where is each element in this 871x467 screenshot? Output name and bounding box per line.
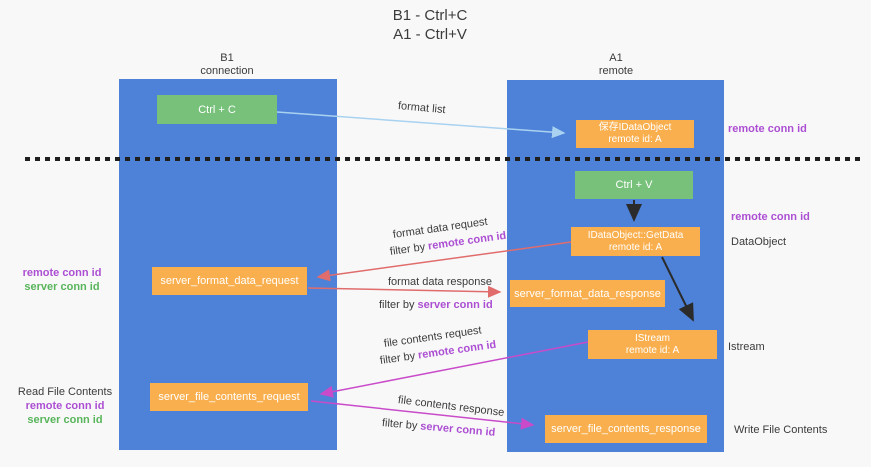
istream-box: IStream remote id: A: [588, 330, 717, 359]
b1-column-header: B1 connection: [167, 52, 287, 78]
left-bottom-annotations: Read File Contents remote conn id server…: [10, 385, 120, 427]
server-format-data-request-box: server_format_data_request: [152, 267, 307, 295]
remote-conn-id-annotation-top: remote conn id: [728, 123, 807, 135]
save-idataobject-line2: remote id: A: [608, 134, 662, 145]
write-file-contents-annotation: Write File Contents: [734, 424, 828, 436]
left-mid-remote-conn-id: remote conn id: [22, 267, 102, 279]
getdata-to-istream-arrow: [661, 256, 694, 322]
remote-conn-id-annotation-mid: remote conn id: [731, 211, 810, 223]
server-format-data-request-label: server_format_data_request: [160, 275, 299, 287]
left-bottom-server-conn-id: server conn id: [27, 414, 103, 426]
a1-name: A1: [609, 52, 623, 64]
getdata-line2: remote id: A: [608, 241, 663, 253]
file-contents-request-arrow: [319, 341, 589, 398]
a1-column-header: A1 remote: [556, 52, 676, 78]
read-file-contents-annotation: Read File Contents: [17, 386, 113, 398]
server-file-contents-request-box: server_file_contents_request: [150, 383, 308, 411]
left-mid-server-conn-id: server conn id: [24, 281, 100, 293]
server-file-contents-response-label: server_file_contents_response: [551, 423, 701, 435]
format-data-response-arrow-label: format data response: [388, 276, 492, 288]
b1-name: B1: [220, 52, 234, 64]
dataobject-annotation: DataObject: [731, 236, 787, 248]
title-line-ctrl-c: B1 - Ctrl+C: [392, 7, 468, 24]
ctrl-c-action-box: Ctrl + C: [157, 95, 277, 124]
left-mid-conn-ids: remote conn id server conn id: [12, 266, 112, 294]
left-bottom-remote-conn-id: remote conn id: [25, 400, 105, 412]
format-list-arrow: [276, 111, 566, 139]
server-format-data-response-label: server_format_data_response: [514, 287, 661, 300]
filter-by-text: filter by: [379, 299, 415, 311]
istream-annotation: Istream: [728, 341, 765, 353]
server-file-contents-request-label: server_file_contents_request: [158, 391, 300, 403]
format-data-request-arrow: [316, 241, 572, 282]
server-format-data-response-box: server_format_data_response: [510, 280, 665, 307]
format-data-response-arrow: [307, 285, 502, 298]
ctrl-v-action-box: Ctrl + V: [575, 171, 693, 199]
server-conn-id-text: server conn id: [417, 299, 493, 311]
clipboard-boundary-dashed-line: [25, 157, 862, 161]
server-file-contents-response-box: server_file_contents_response: [545, 415, 707, 443]
title-line-ctrl-v: A1 - Ctrl+V: [393, 26, 467, 43]
b1-role: connection: [200, 65, 254, 77]
file-contents-response-arrow: [310, 400, 535, 430]
save-idataobject-box: 保存IDataObject remote id: A: [576, 120, 694, 148]
getdata-line1: IDataObject::GetData: [587, 229, 684, 241]
idataobject-getdata-box: IDataObject::GetData remote id: A: [571, 227, 700, 256]
save-idataobject-line1: 保存IDataObject: [598, 122, 672, 133]
a1-role: remote: [598, 65, 634, 77]
ctrl-c-label: Ctrl + C: [198, 103, 236, 116]
ctrl-v-label: Ctrl + V: [615, 179, 653, 191]
diagram-title: B1 - Ctrl+C A1 - Ctrl+V: [330, 6, 530, 44]
istream-line2: remote id: A: [625, 344, 680, 356]
istream-line1: IStream: [634, 332, 670, 344]
